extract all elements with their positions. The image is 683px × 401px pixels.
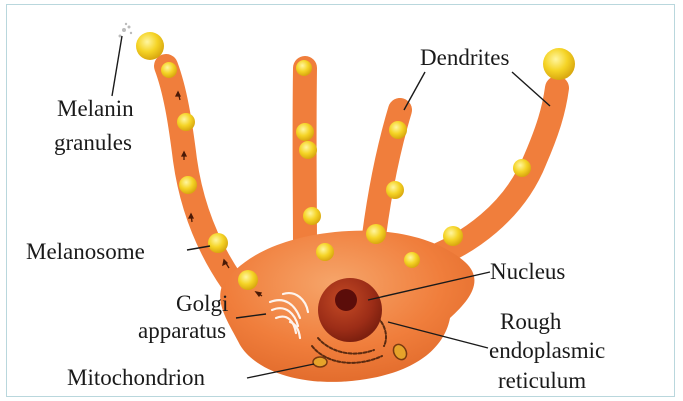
label-melanin: Melanin — [57, 96, 134, 121]
melanosome — [366, 224, 386, 244]
melanin-granule — [543, 48, 575, 80]
melanosome — [389, 121, 407, 139]
melanosome — [513, 159, 531, 177]
label-apparatus: apparatus — [138, 318, 226, 343]
melanosome — [208, 233, 228, 253]
melanosome — [303, 207, 321, 225]
label-dendrites: Dendrites — [420, 45, 509, 70]
label-endoplasmic: endoplasmic — [489, 338, 605, 363]
leader-dendrites-b — [512, 72, 550, 106]
label-golgi: Golgi — [176, 291, 228, 316]
melanosome — [316, 243, 334, 261]
melanosome — [177, 113, 195, 131]
melanosome — [404, 252, 420, 268]
melanosome — [443, 226, 463, 246]
leader-melanin-granules — [112, 36, 122, 96]
label-reticulum: reticulum — [498, 368, 586, 393]
leader-dendrites-a — [404, 72, 425, 110]
label-melanosome: Melanosome — [26, 239, 145, 264]
melanosome — [179, 176, 197, 194]
melanosome — [161, 62, 177, 78]
melanin-granule — [136, 32, 164, 60]
granule-dust-icon — [119, 23, 133, 38]
melanosome — [238, 270, 258, 290]
melanosome — [299, 141, 317, 159]
label-granules: granules — [54, 130, 132, 155]
mitochondrion — [313, 357, 327, 367]
melanosome — [386, 181, 404, 199]
melanosome — [296, 60, 312, 76]
melanosome — [296, 123, 314, 141]
label-mitochondrion: Mitochondrion — [67, 365, 205, 390]
nucleolus — [335, 289, 357, 311]
dendrite-4 — [420, 88, 557, 262]
label-rough: Rough — [500, 309, 562, 334]
label-nucleus: Nucleus — [490, 259, 565, 284]
